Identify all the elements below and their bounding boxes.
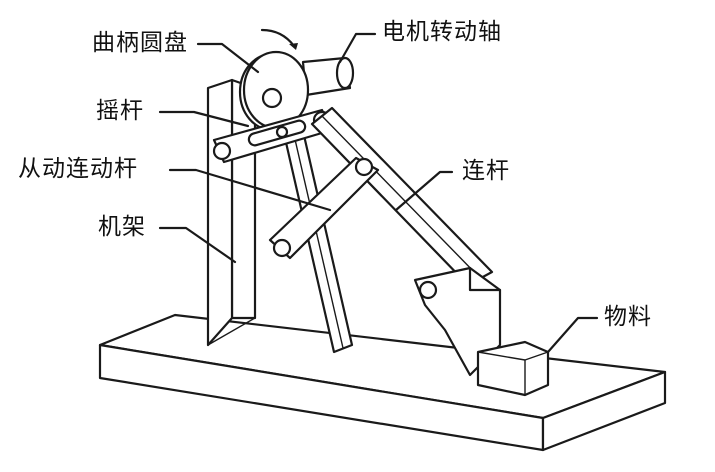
frame-upright	[206, 78, 257, 347]
material-block	[476, 340, 550, 397]
connecting-link-label: 连杆	[462, 158, 510, 184]
crank-disc	[238, 50, 310, 132]
driven-link-label: 从动连动杆	[18, 156, 138, 182]
crank-disc-label: 曲柄圆盘	[92, 30, 188, 56]
leader-lines	[158, 32, 599, 354]
material-label: 物料	[604, 304, 652, 330]
rotation-arrow-icon	[260, 28, 296, 48]
motor-shaft-label: 电机转动轴	[382, 19, 502, 45]
rotation-arrowhead-icon	[289, 43, 298, 50]
base-plate	[98, 313, 667, 452]
connecting-link	[310, 106, 494, 287]
motor-shaft	[301, 56, 355, 97]
frame-label: 机架	[98, 214, 146, 240]
rocker-label: 摇杆	[96, 98, 144, 124]
